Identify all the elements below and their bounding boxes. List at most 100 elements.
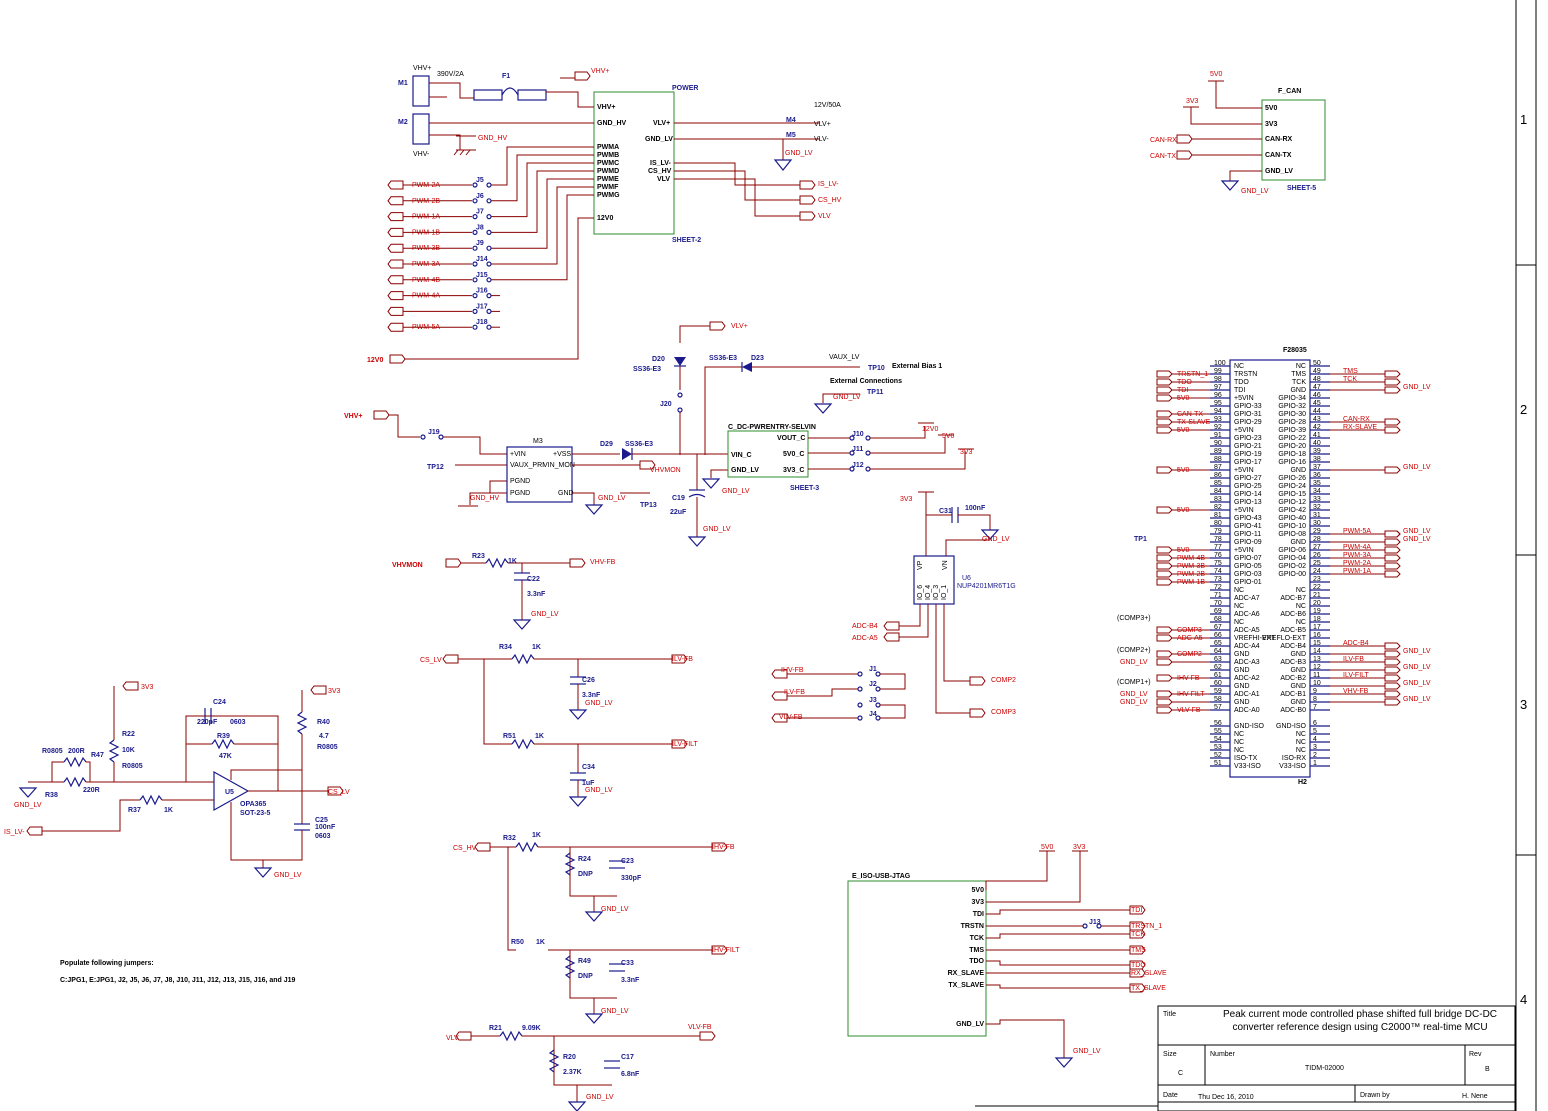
mcu-pin-number: 100 [1214, 360, 1226, 367]
j13-label: J13 [1089, 919, 1101, 926]
power-pin-gndhv: GND_HV [597, 120, 627, 127]
r47-resistor [63, 776, 87, 788]
r22-pkg: R0805 [122, 763, 143, 770]
drawn-by-label: Drawn by [1360, 1092, 1390, 1099]
r20-value: 2.37K [563, 1069, 582, 1076]
tp13-label: TP13 [640, 502, 657, 509]
u5-opamp [213, 770, 250, 812]
mcu-left-net-comp3: COMP3 [1177, 627, 1202, 634]
jtag-gnd-net: GND_LV [1073, 1048, 1101, 1055]
j-ilv-fb: ILV-FB [784, 689, 805, 696]
mcu-left-net-5v0: 5V0 [1177, 427, 1190, 434]
power-pin-pwmb: PWMB [597, 152, 619, 159]
r23-value: 1K [508, 558, 517, 565]
cs-lv-out-net: CS_LV [328, 789, 350, 796]
mcu-pin-number: 44 [1313, 408, 1321, 415]
j10-12v0: 12V0 [922, 426, 938, 433]
title-block: Title Peak current mode controlled phase… [975, 1005, 1516, 1111]
jumper-j17: J17 [476, 303, 488, 310]
mcu-pin-number: 15 [1313, 640, 1321, 647]
r34-label: R34 [499, 644, 512, 651]
r22-value: 10K [122, 747, 135, 754]
j2-label: J2 [869, 681, 877, 688]
jtag-pin-txslave: TX_SLAVE [948, 982, 984, 989]
mcu-pin-number: 29 [1313, 528, 1321, 535]
mcu-left-net-ihvfb: IHV-FB [1177, 675, 1200, 682]
mcu-pin-number: 12 [1313, 664, 1321, 671]
mcu-pin-number: 77 [1214, 544, 1222, 551]
r37-resistor [139, 794, 163, 806]
mcu-pin-number: 55 [1214, 728, 1222, 735]
c25-value: 100nF [315, 824, 336, 831]
mcu-pin-name: ADC-A3 [1234, 659, 1260, 666]
adc-a5-net: ADC-A5 [852, 635, 878, 642]
jumper-j18: J18 [476, 319, 488, 326]
mcu-right-net-pwm3a: PWM-3A [1343, 552, 1371, 559]
jumper-j5: J5 [476, 177, 484, 184]
jtag-net-txslave: TX_SLAVE [1131, 985, 1166, 992]
mcu-right-net-tck: TCK [1343, 376, 1357, 383]
r20-label: R20 [563, 1054, 576, 1061]
c19-value: 22uF [670, 509, 687, 516]
mcu-pin-name: GPIO-09 [1234, 539, 1262, 546]
mcu-left-net-pwm2b: PWM-2B [1177, 571, 1205, 578]
mcu-pin-name: ADC-A7 [1234, 595, 1260, 602]
cs-hv-net: CS_HV [818, 197, 842, 204]
c23-value: 330pF [621, 875, 642, 882]
mcu-pin-number: 1 [1313, 760, 1317, 767]
mcu-pin-number: 22 [1313, 584, 1321, 591]
power-block-name: POWER [672, 85, 698, 92]
mcu-left-net-pwm4b: PWM-4B [1177, 555, 1205, 562]
power-pin-pwma: PWMA [597, 144, 619, 151]
mcu-ref: H2 [1298, 779, 1307, 786]
m3-pin-vss: +VSS [553, 451, 571, 458]
mcu-pin-number: 86 [1214, 472, 1222, 479]
mcu-pin-number: 95 [1214, 400, 1222, 407]
comp3-label: (COMP3+) [1117, 615, 1151, 622]
ihv-fb-net: IHV-FB [712, 844, 735, 851]
size-value: C [1178, 1070, 1183, 1077]
r49-gnd: GND_LV [601, 1008, 629, 1015]
mcu-right-net-gndlv: GND_LV [1403, 536, 1431, 543]
u6-pin-vn: VN [942, 560, 949, 570]
mcu-left-net-tdo: TDO [1177, 379, 1192, 386]
m2-label: M2 [398, 119, 408, 126]
mcu-pin-name: +5VIN [1234, 467, 1254, 474]
ext-bias-label: External Bias 1 [892, 363, 942, 370]
is-lv-in-net: IS_LV- [4, 829, 25, 836]
mcu-pin-number: 99 [1214, 368, 1222, 375]
mcu-pin-number: 87 [1214, 464, 1222, 471]
m1-connector [412, 75, 430, 107]
ilv-fb-net: ILV-FB [672, 656, 693, 663]
j11-label: J11 [852, 446, 863, 453]
r40-label: R40 [317, 719, 330, 726]
mcu-pin-name: GPIO-42 [1278, 507, 1306, 514]
mcu-pin-name: GPIO-07 [1234, 555, 1262, 562]
mcu-left-net-gndlv: GND_LV [1120, 699, 1148, 706]
power-section: POWER SHEET-2 VHV+GND_HVPWMAPWMBPWMCPWMD… [367, 65, 842, 364]
mcu-pin-number: 14 [1313, 648, 1321, 655]
m3-pin-pgnd1: PGND [510, 478, 530, 485]
jtag-pin-5v0: 5V0 [972, 887, 985, 894]
mcu-right-net-ilvfb: ILV-FB [1343, 656, 1364, 663]
vlv-sense-net: VLV [446, 1035, 459, 1042]
c31-value: 100nF [965, 505, 986, 512]
mcu-pin-name: GND [1234, 683, 1250, 690]
mcu-pin-number: 58 [1214, 696, 1222, 703]
mcu-pin-number: 73 [1214, 576, 1222, 583]
mcu-left-net-comp2: COMP2 [1177, 651, 1202, 658]
mcu-pin-number: 68 [1214, 616, 1222, 623]
mcu-pin-name: NC [1296, 747, 1306, 754]
mcu-pin-number: 13 [1313, 656, 1321, 663]
c26-gnd: GND_LV [585, 700, 613, 707]
u5-part: OPA365 [240, 801, 266, 808]
m3-module [506, 446, 573, 503]
jumper-j16: J16 [476, 288, 488, 295]
mcu-pin-name: GND-ISO [1276, 723, 1307, 730]
r34-resistor [511, 653, 535, 665]
c26-label: C26 [582, 677, 595, 684]
mcu-pin-number: 97 [1214, 384, 1222, 391]
u5-pkg: SOT-23-5 [240, 810, 270, 817]
